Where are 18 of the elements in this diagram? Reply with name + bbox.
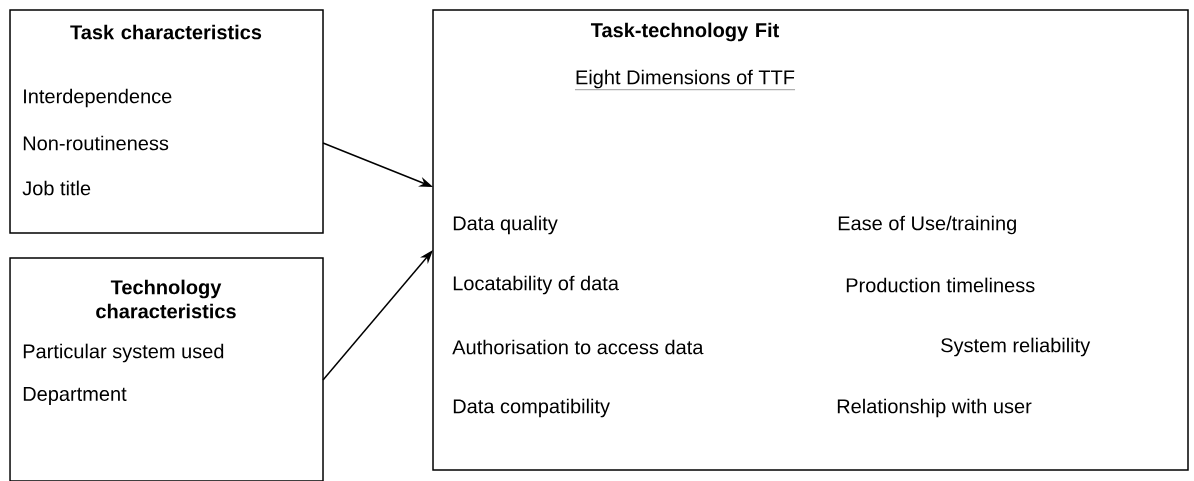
list-item: Interdependence: [24, 88, 172, 108]
list-item: System reliability: [941, 337, 1091, 357]
heading: Task-technology Fit: [590, 22, 780, 42]
arrow: [322, 250, 433, 381]
list-item: Department: [23, 387, 127, 405]
list-item: Data quality: [453, 215, 558, 235]
list-item: Relationship with user: [837, 398, 1032, 418]
heading: Task characteristics: [70, 24, 262, 40]
list-item: Authorisation to access data: [452, 339, 704, 355]
list-item: Locatability of data: [453, 275, 619, 295]
list-item: Data compatibility: [453, 398, 610, 418]
list-item: Production timeliness: [846, 277, 1035, 293]
list-item: Particular system used: [23, 343, 224, 363]
list-item: Job title: [22, 180, 91, 196]
list-item: Ease of Use/training: [838, 215, 1016, 235]
heading: Technology characteristics: [96, 279, 236, 319]
subheading: Eight Dimensions of TTF: [574, 69, 796, 90]
list-item: Non-routineness: [23, 135, 169, 151]
